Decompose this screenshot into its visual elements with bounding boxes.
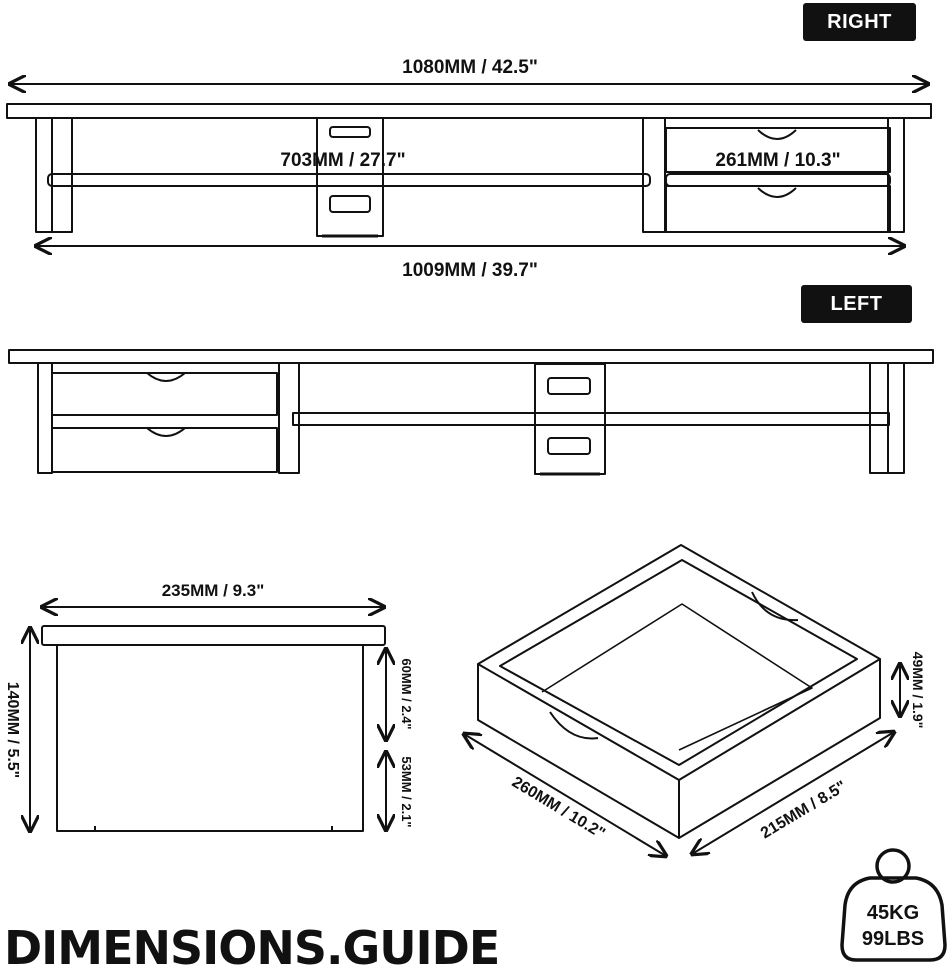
side-depth-label: 235MM / 9.3" xyxy=(162,581,265,600)
right-view-drawing xyxy=(6,103,932,238)
weight-kg-label: 45KG xyxy=(866,902,920,924)
arrow-icon xyxy=(692,732,894,854)
upper-drawer-height-label: 60MM / 2.4" xyxy=(399,658,414,729)
drawer-height-label: 49MM / 1.9" xyxy=(910,652,926,729)
page-title: DIMENSIONS.GUIDE xyxy=(4,921,500,975)
side-view-drawing xyxy=(41,625,386,832)
lower-drawer-height-label: 53MM / 2.1" xyxy=(399,756,414,827)
total-length-label: 1080MM / 42.5" xyxy=(402,57,538,78)
right-view-badge: RIGHT xyxy=(803,3,916,41)
left-view-badge: LEFT xyxy=(801,285,912,323)
arrow-icon xyxy=(464,734,666,856)
dimension-arrows xyxy=(10,84,928,856)
shelf-span-label: 703MM / 27.7" xyxy=(280,150,405,171)
drawer-length-label: 260MM / 10.2" xyxy=(509,774,608,843)
inner-length-label: 1009MM / 39.7" xyxy=(402,260,538,281)
weight-lbs-label: 99LBS xyxy=(861,928,925,950)
side-height-label: 140MM / 5.5" xyxy=(4,682,21,779)
left-view-drawing xyxy=(8,349,934,476)
drawer-width-label: 261MM / 10.3" xyxy=(715,150,840,171)
